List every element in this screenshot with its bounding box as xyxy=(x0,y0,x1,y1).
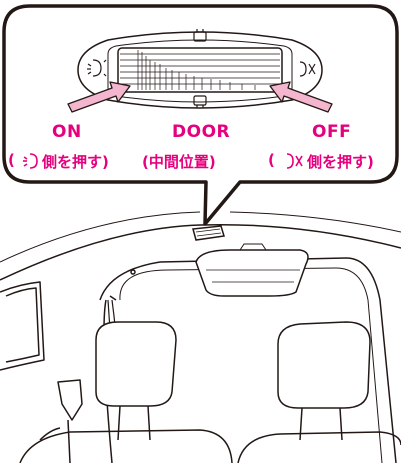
off-note-prefix: ( xyxy=(268,151,275,169)
off-label-lamp-icon xyxy=(286,153,303,169)
off-label: OFF xyxy=(312,122,352,142)
lens-texture xyxy=(137,50,256,90)
press-left-arrow xyxy=(67,81,131,113)
vehicle-interior xyxy=(0,211,401,463)
door-top-icon xyxy=(193,29,207,42)
on-label: ON xyxy=(52,122,82,142)
door-note: (中間位置) xyxy=(142,153,216,171)
door-bottom-icon xyxy=(193,95,207,108)
press-right-arrow xyxy=(269,81,333,113)
on-label-lamp-icon xyxy=(23,153,38,169)
lens-lines xyxy=(120,53,280,85)
off-note: 側を押す) xyxy=(307,153,374,171)
lamp-off-icon xyxy=(299,61,316,77)
lamp-on-icon xyxy=(87,59,107,77)
on-note: 側を押す) xyxy=(42,153,109,171)
lamp-lens xyxy=(117,47,283,93)
door-label: DOOR xyxy=(172,122,231,142)
on-note-prefix: ( xyxy=(8,151,15,169)
